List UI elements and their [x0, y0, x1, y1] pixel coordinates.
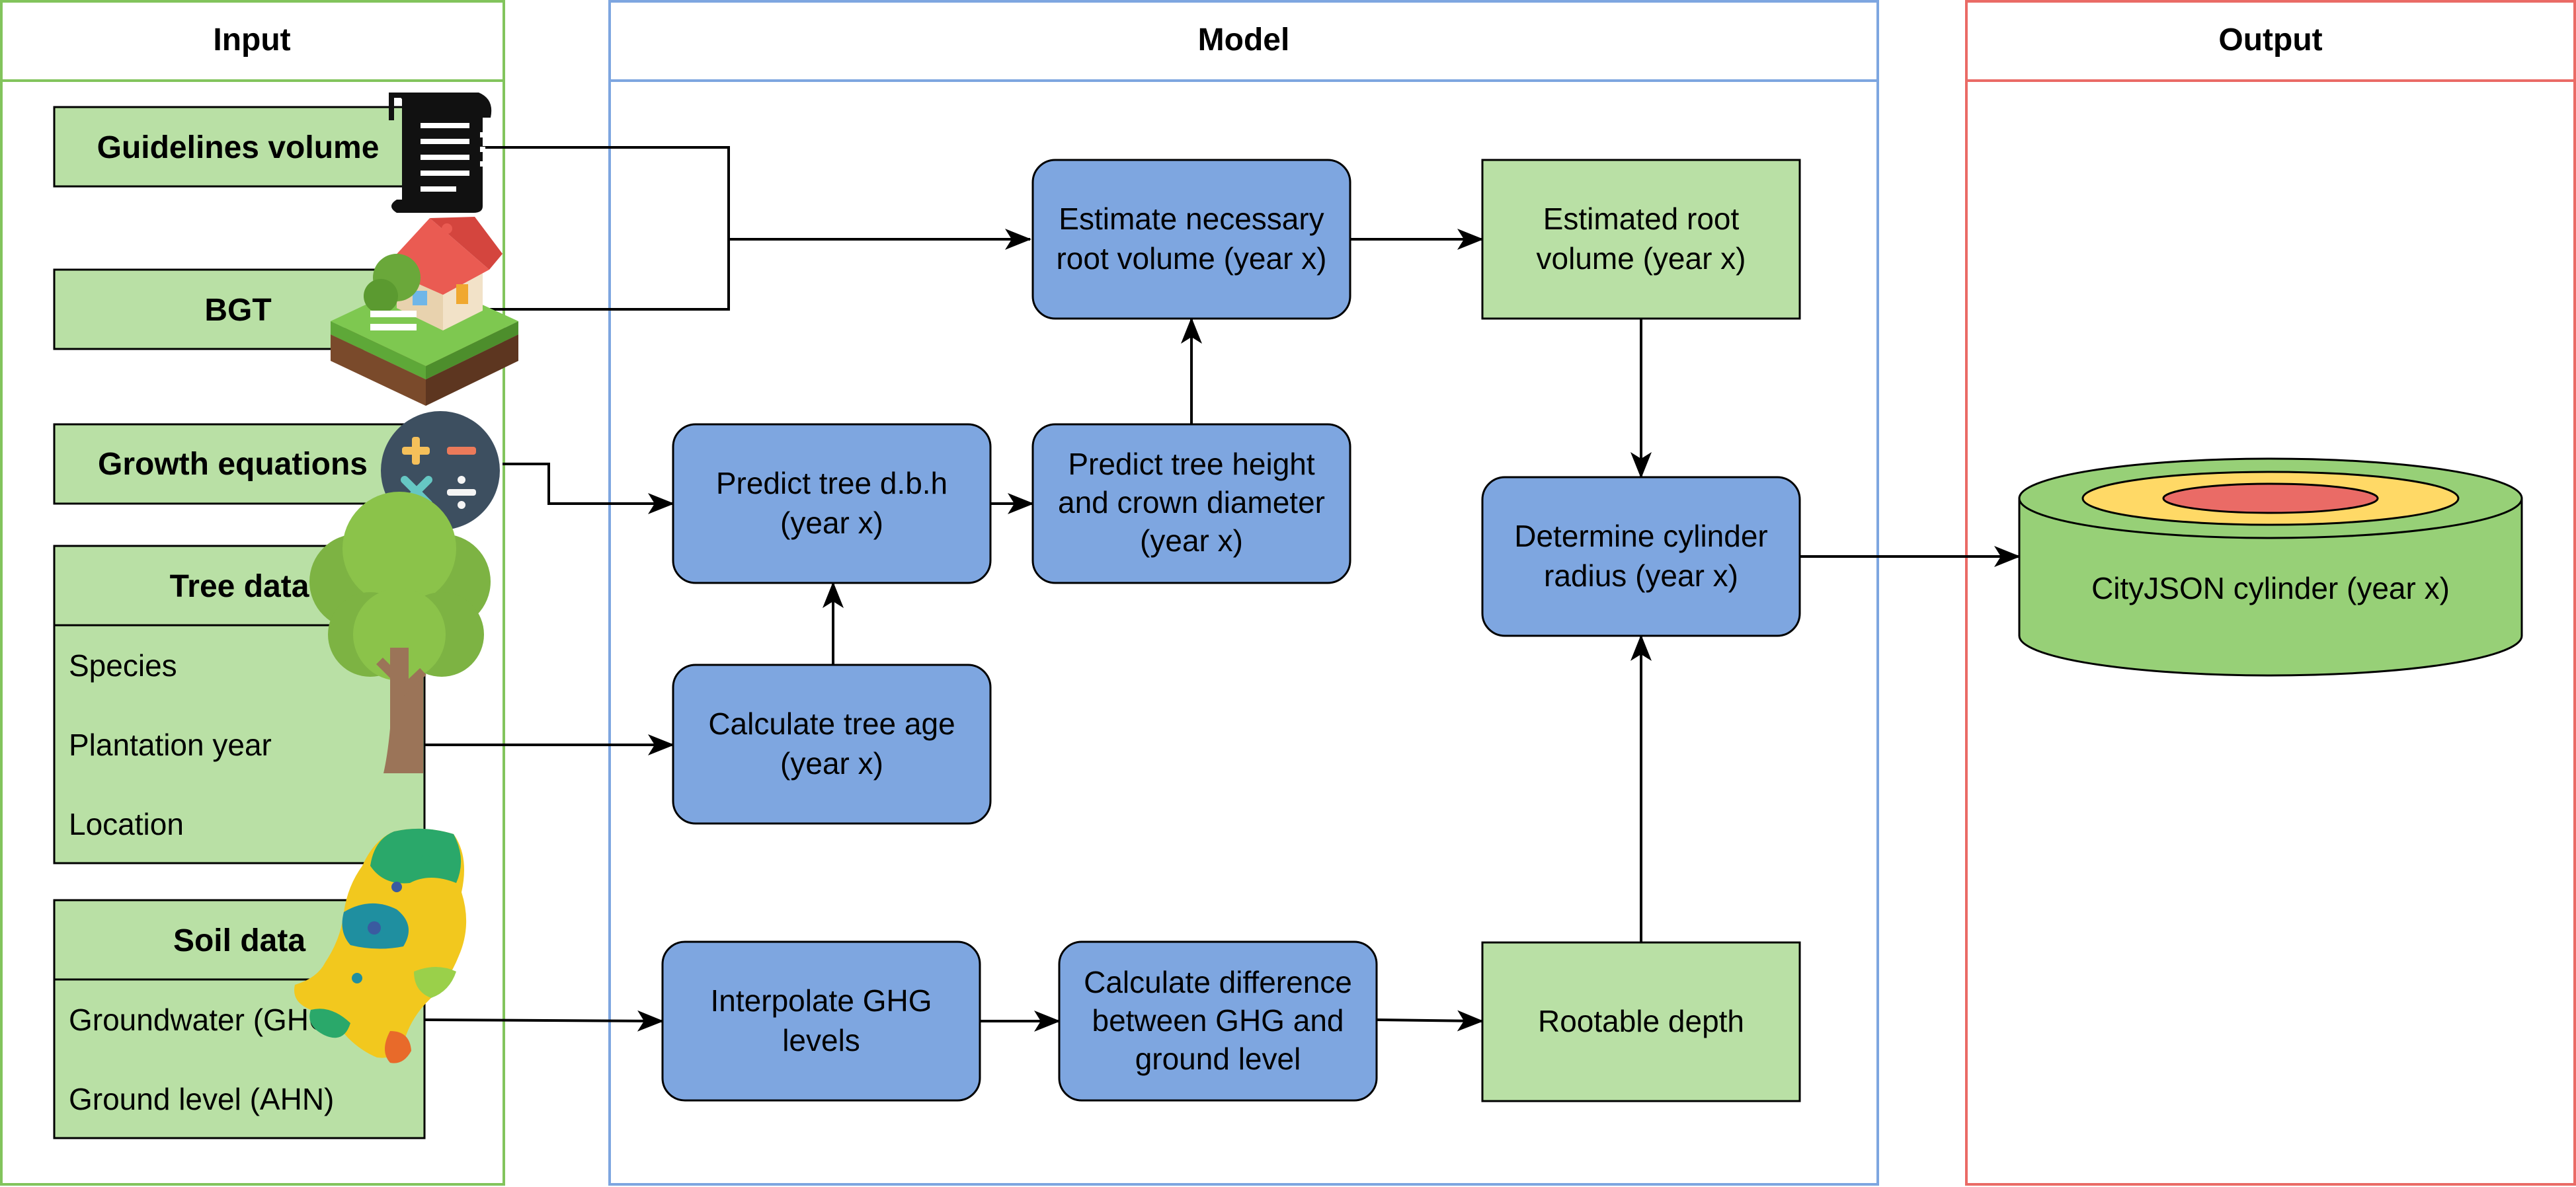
tree-item-species: Species [69, 648, 177, 683]
predict-height-line3: (year x) [1140, 523, 1243, 558]
estimated-root-volume-line2: volume (year x) [1537, 241, 1746, 276]
cityjson-cylinder-label: CityJSON cylinder (year x) [2091, 571, 2450, 605]
rootable-depth-label: Rootable depth [1538, 1004, 1744, 1038]
determine-radius-line1: Determine cylinder [1514, 519, 1767, 553]
house-icon [331, 217, 518, 406]
tree-icon [309, 492, 491, 773]
estimate-root-volume-box: Estimate necessary root volume (year x) [1031, 159, 1351, 320]
connectors [424, 146, 2021, 1032]
soil-data-title: Soil data [173, 923, 305, 958]
netherlands-map-icon [294, 828, 467, 1063]
interpolate-ghg-box: Interpolate GHG levels [661, 940, 981, 1102]
edge-bgt-to-estimate [481, 239, 730, 311]
calculate-difference-box: Calculate difference between GHG and gro… [1058, 940, 1378, 1102]
calc-age-line2: (year x) [780, 746, 883, 781]
calculate-tree-age-box: Calculate tree age (year x) [672, 664, 992, 825]
model-lane-title: Model [1198, 22, 1290, 57]
calc-age-line1: Calculate tree age [708, 707, 955, 741]
growth-equations-label: Growth equations [98, 447, 368, 482]
rootable-depth-box: Rootable depth [1481, 941, 1801, 1102]
estimate-root-volume-line1: Estimate necessary [1059, 202, 1324, 236]
calc-diff-line2: between GHG and [1092, 1003, 1344, 1038]
guidelines-volume-box: Guidelines volume [53, 106, 452, 188]
interp-ghg-line2: levels [782, 1023, 860, 1057]
output-lane-title: Output [2218, 22, 2322, 57]
cityjson-cylinder: CityJSON cylinder (year x) [2018, 457, 2523, 677]
edge-soil-to-interp [424, 1010, 664, 1032]
tree-item-location: Location [69, 807, 184, 841]
edge-diff-to-depth [1376, 1010, 1484, 1032]
estimated-root-volume-box: Estimated root volume (year x) [1481, 159, 1801, 320]
input-lane-title: Input [213, 22, 290, 57]
tree-item-plantation-year: Plantation year [69, 728, 272, 762]
tree-data-title: Tree data [170, 569, 309, 604]
estimated-root-volume-line1: Estimated root [1543, 202, 1740, 236]
bgt-label: BGT [204, 293, 271, 328]
edge-growth-to-dbh [503, 463, 674, 514]
predict-height-line1: Predict tree height [1068, 447, 1315, 481]
predict-height-line2: and crown diameter [1058, 485, 1325, 519]
interp-ghg-line1: Interpolate GHG [711, 983, 932, 1018]
predict-dbh-line1: Predict tree d.b.h [716, 466, 947, 500]
edge-guidelines-to-estimate [481, 146, 1031, 250]
estimate-root-volume-line2: root volume (year x) [1056, 241, 1326, 276]
calc-diff-line1: Calculate difference [1084, 965, 1352, 999]
predict-height-crown-box: Predict tree height and crown diameter (… [1031, 423, 1351, 584]
determine-radius-line2: radius (year x) [1544, 558, 1738, 593]
soil-item-ground-level: Ground level (AHN) [69, 1082, 334, 1116]
scroll-icon [389, 93, 492, 213]
calc-diff-line3: ground level [1135, 1042, 1301, 1076]
guidelines-volume-label: Guidelines volume [97, 130, 380, 165]
predict-dbh-box: Predict tree d.b.h (year x) [672, 423, 992, 584]
predict-dbh-line2: (year x) [780, 506, 883, 540]
determine-cylinder-radius-box: Determine cylinder radius (year x) [1481, 476, 1801, 637]
soil-item-groundwater: Groundwater (GHG) [69, 1003, 342, 1037]
